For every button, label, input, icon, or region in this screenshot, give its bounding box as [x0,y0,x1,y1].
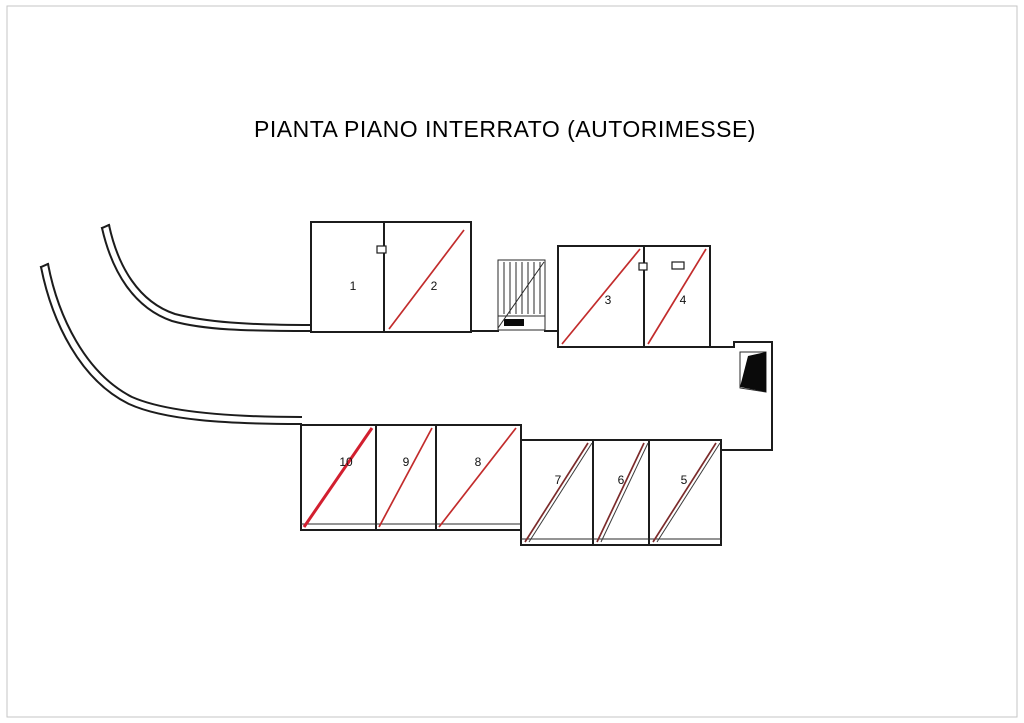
ramp-upper-inner-wall [107,223,313,327]
door-diagonal-unit-4 [647,248,707,345]
stair-direction-line [497,261,545,329]
ramp-upper-endcap [100,223,111,230]
block-outline [557,245,711,348]
unit-label-5: 5 [681,473,688,487]
door-hinge-marker [376,245,387,254]
unit-label-2: 2 [431,279,438,293]
unit-label-8: 8 [475,455,482,469]
plan-title: PIANTA PIANO INTERRATO (AUTORIMESSE) [254,116,756,142]
block-outline [310,221,472,333]
door-diagonal-unit-7-leaf [528,442,593,543]
corner-marker [739,351,767,393]
unit-label-1: 1 [350,279,357,293]
ramp-lower-inner-wall [46,262,303,419]
block-outline [520,439,722,546]
door-diagonal-unit-7 [524,442,589,543]
unit-label-9: 9 [403,455,410,469]
stairwell [497,259,546,331]
door-diagonal-unit-5-leaf [656,442,721,543]
ramp-lower-endcap [39,262,50,269]
unit-label-6: 6 [618,473,625,487]
ramp-upper-outer-wall [100,226,313,333]
door-hinge-marker [638,262,648,271]
garage-block-bottom-left: 10 9 8 [300,424,522,531]
unit-label-4: 4 [680,293,687,307]
stairwell-outline [497,259,546,331]
vent-marker-unit-4 [671,261,685,270]
garage-block-bottom-right: 7 6 5 [520,439,722,546]
door-diagonal-unit-5 [652,442,717,543]
unit-label-3: 3 [605,293,612,307]
door-diagonal-unit-6 [596,442,645,543]
door-diagonal-unit-6-leaf [600,442,649,543]
door-diagonal-unit-3 [561,248,641,345]
corridor-walls [470,330,773,451]
stair-base-block [504,319,524,326]
garage-block-top-left: 1 2 [310,221,472,333]
unit-label-7: 7 [555,473,562,487]
garage-block-top-right: 3 4 [557,245,711,348]
unit-label-10: 10 [339,455,353,469]
door-diagonal-unit-9 [378,427,433,528]
ramp-lower-outer-wall [39,265,303,426]
corner-marker-black-fill [740,352,766,392]
door-diagonal-unit-8 [438,427,517,528]
drawing-frame [6,5,1018,718]
block-outline [300,424,522,531]
door-diagonal-unit-10 [302,427,374,528]
ramp-walls [39,223,313,426]
door-diagonal-unit-2 [388,229,465,330]
